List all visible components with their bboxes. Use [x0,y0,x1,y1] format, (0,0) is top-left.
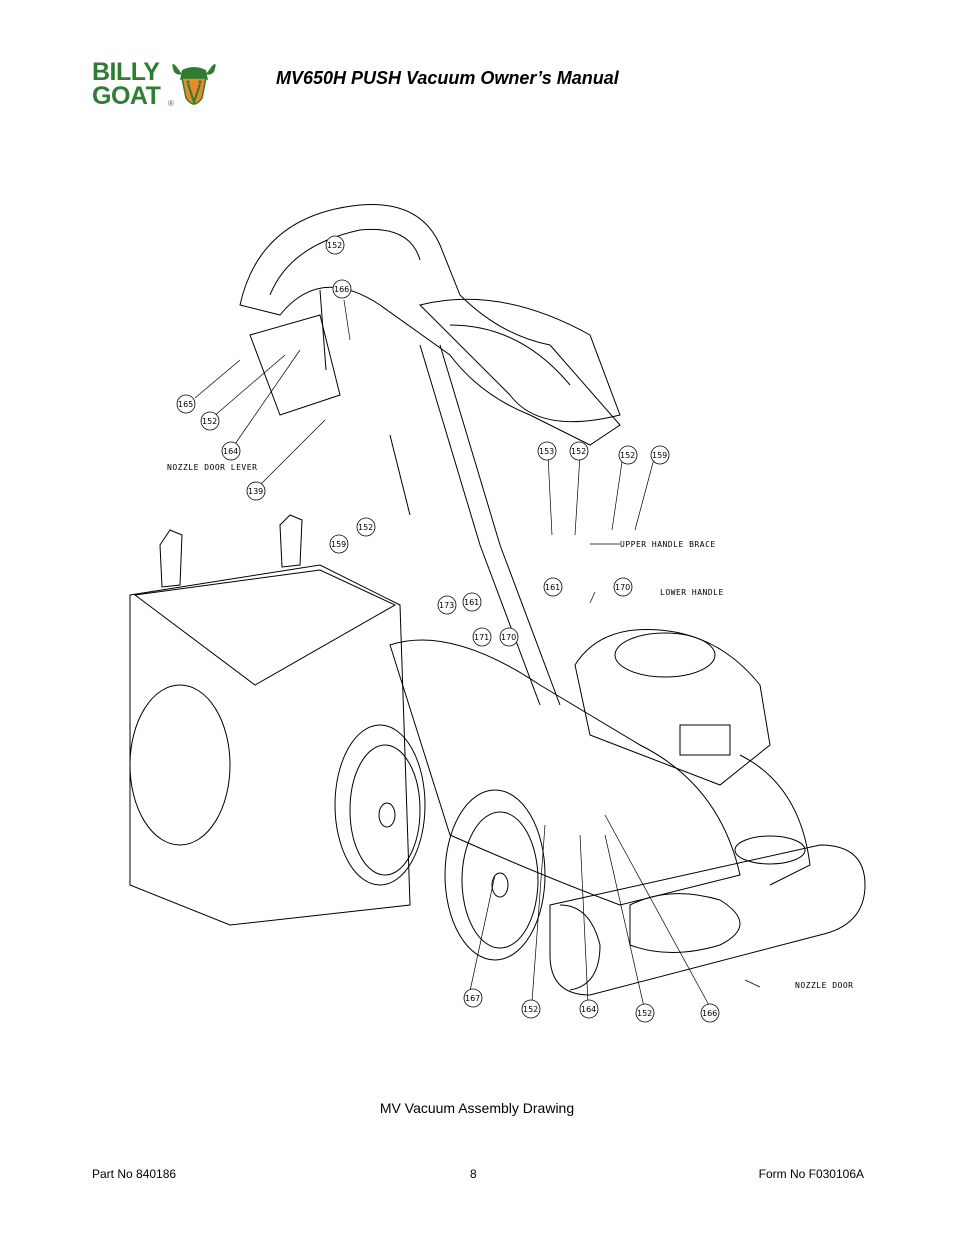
nozzle-door [549,844,866,996]
billy-goat-logo: BILLY GOAT ® [92,58,222,112]
lower-handle [419,344,541,706]
svg-text:152: 152 [202,417,217,426]
svg-text:165: 165 [178,400,193,409]
callout-161-a: 161 [462,592,482,612]
svg-text:171: 171 [474,633,489,642]
footer-form-number: Form No F030106A [758,1167,864,1181]
callout-152-g: 152 [635,1003,655,1023]
svg-text:164: 164 [223,447,238,456]
callout-173: 173 [437,595,457,615]
callout-170-a: 170 [499,627,519,647]
manual-title: MV650H PUSH Vacuum Owner’s Manual [276,68,619,88]
callout-167: 167 [463,988,483,1008]
callout-170-b: 170 [613,577,633,597]
svg-text:152: 152 [327,241,342,250]
svg-text:166: 166 [702,1009,717,1018]
svg-text:139: 139 [248,487,263,496]
svg-text:161: 161 [464,598,479,607]
callout-152-b: 152 [200,411,220,431]
svg-text:170: 170 [615,583,630,592]
logo-registered-mark: ® [168,99,174,108]
logo-line-2: GOAT [92,82,161,110]
callout-152-c: 152 [569,441,589,461]
vacuum-housing [389,639,741,906]
callout-152-d: 152 [618,445,638,465]
svg-text:173: 173 [439,601,454,610]
label-nozzle-door: NOZZLE DOOR [795,981,853,990]
callout-152-f: 152 [521,999,541,1019]
svg-text:152: 152 [571,447,586,456]
engine [574,628,771,786]
svg-text:152: 152 [637,1009,652,1018]
front-wheel [444,789,546,961]
callout-161-b: 161 [543,577,563,597]
callout-166-b: 166 [700,1003,720,1023]
svg-text:167: 167 [465,994,480,1003]
svg-text:159: 159 [652,451,667,460]
svg-text:159: 159 [331,540,346,549]
footer-part-number: Part No 840186 [92,1167,177,1181]
callout-153: 153 [537,441,557,461]
svg-text:170: 170 [501,633,516,642]
callout-164-b: 164 [579,999,599,1019]
svg-text:152: 152 [620,451,635,460]
callout-139: 139 [246,481,266,501]
label-upper-handle-brace: UPPER HANDLE BRACE [620,540,716,549]
callout-164-a: 164 [221,441,241,461]
callout-166-a: 166 [332,279,352,299]
collection-bag [129,564,411,926]
logo-line-1: BILLY [92,58,160,86]
rear-wheel [334,724,426,886]
callout-165: 165 [176,394,196,414]
upper-handle [239,204,621,446]
label-nozzle-door-lever: NOZZLE DOOR LEVER [167,463,257,472]
nozzle-door-lever [249,314,341,416]
svg-text:161: 161 [545,583,560,592]
svg-text:164: 164 [581,1005,596,1014]
goat-head-icon [172,64,216,106]
svg-text:166: 166 [334,285,349,294]
callout-159-b: 159 [329,534,349,554]
drawing-caption: MV Vacuum Assembly Drawing [379,1100,575,1116]
svg-text:152: 152 [358,523,373,532]
callout-152-a: 152 [325,235,345,255]
callout-159-a: 159 [650,445,670,465]
callout-152-e: 152 [356,517,376,537]
svg-text:152: 152 [523,1005,538,1014]
footer-page-number: 8 [470,1167,477,1181]
callout-171: 171 [472,627,492,647]
label-lower-handle: LOWER HANDLE [660,588,724,597]
assembly-drawing: 152 166 165 152 164 139 153 152 152 159 … [129,204,866,1023]
svg-text:153: 153 [539,447,554,456]
